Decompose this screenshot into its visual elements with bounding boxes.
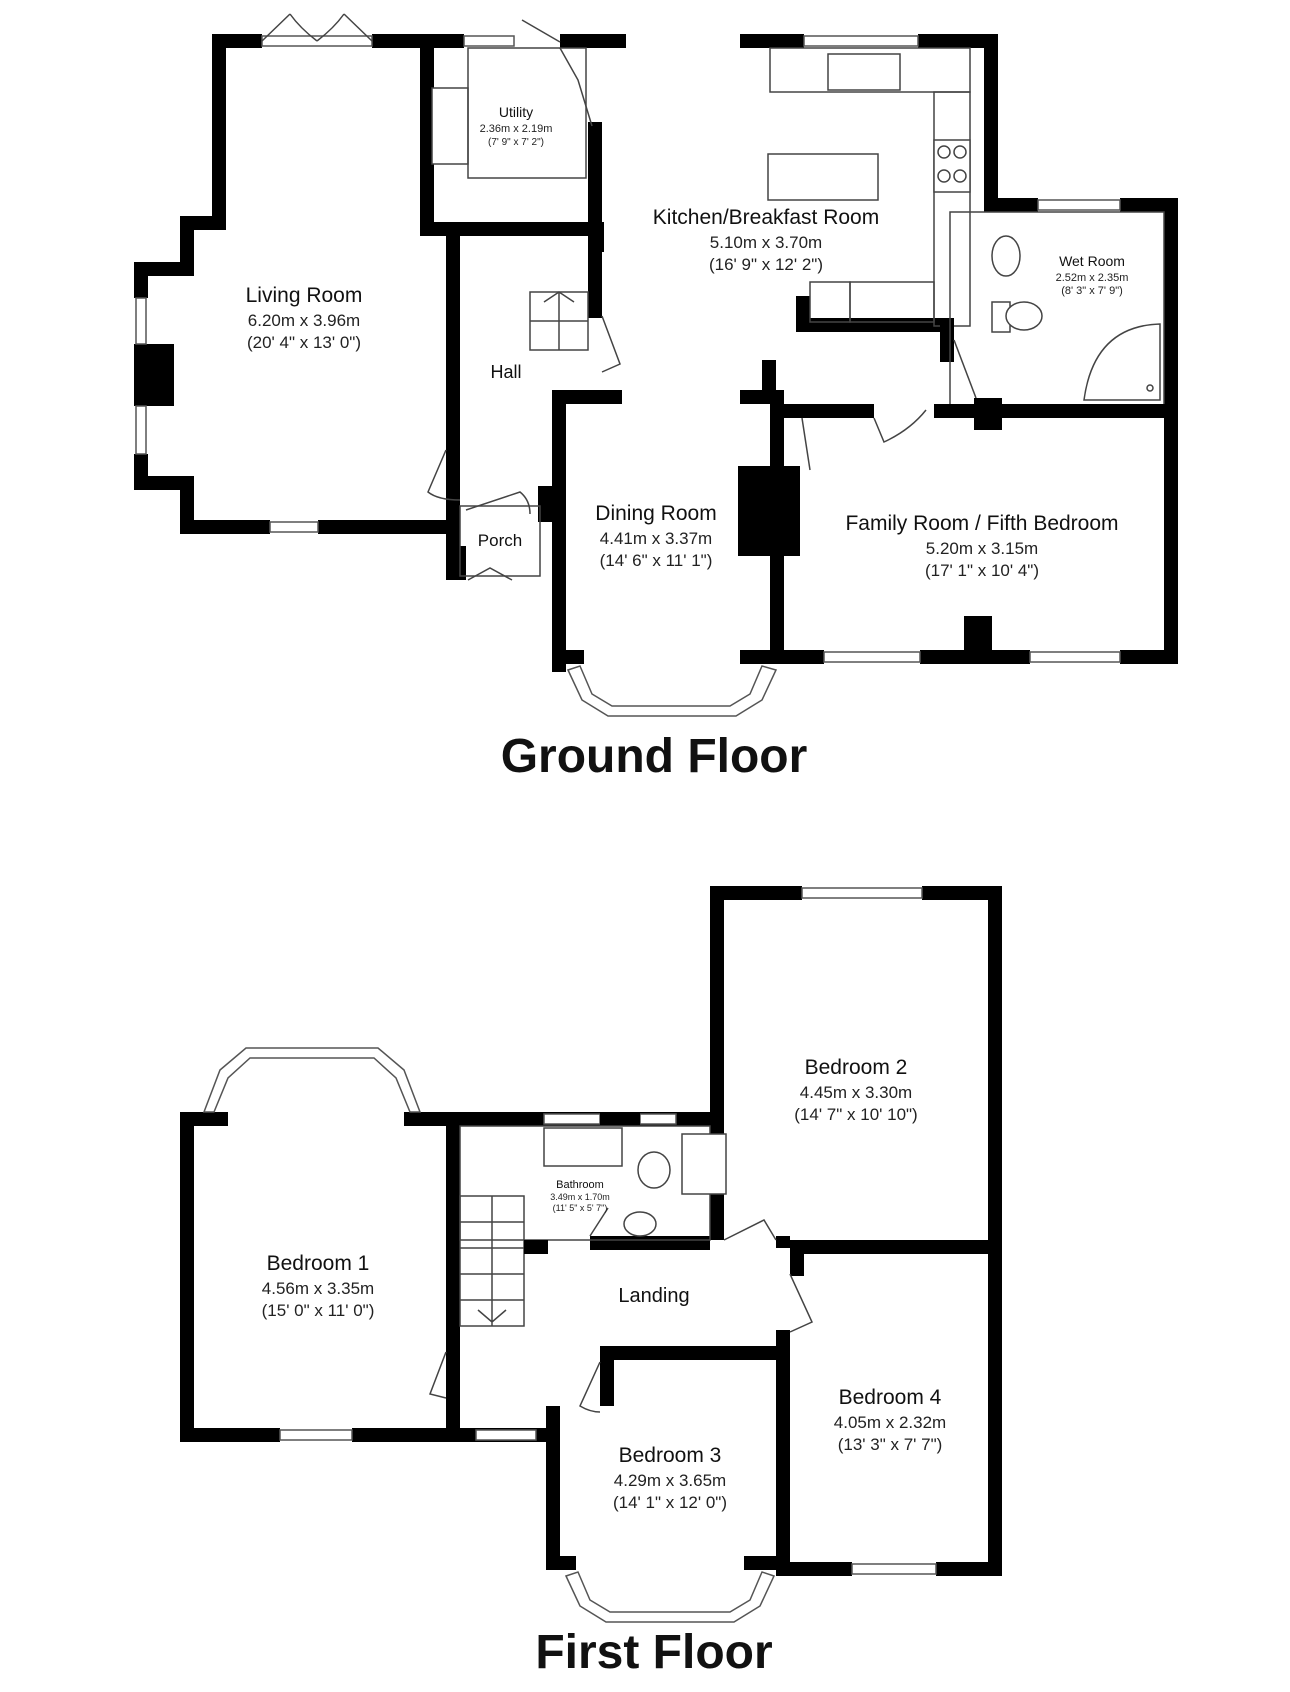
bedroom-4-metric: 4.05m x 2.32m bbox=[834, 1413, 946, 1432]
bedroom-3-label: Bedroom 3 bbox=[619, 1444, 722, 1467]
bathroom-label: Bathroom bbox=[556, 1179, 604, 1191]
dining-room-label: Dining Room bbox=[595, 502, 716, 525]
ground-floor-labels: Utility 2.36m x 2.19m (7' 9" x 7' 2") Ki… bbox=[246, 104, 1129, 783]
kitchen-worktop-top bbox=[769, 47, 971, 93]
kitchen-worktop-right bbox=[933, 91, 971, 327]
bedroom-2-walls bbox=[710, 886, 1002, 1576]
bedroom-1-imperial: (15' 0" x 11' 0") bbox=[262, 1301, 375, 1320]
kitchen-sink bbox=[827, 53, 901, 91]
bedroom-3-metric: 4.29m x 3.65m bbox=[614, 1471, 726, 1490]
wet-room-toilet bbox=[1005, 301, 1043, 331]
bathroom-metric: 3.49m x 1.70m bbox=[550, 1192, 610, 1202]
utility-imperial: (7' 9" x 7' 2") bbox=[488, 137, 544, 148]
bedroom-3-imperial: (14' 1" x 12' 0") bbox=[613, 1493, 727, 1512]
bay-window bbox=[202, 1047, 422, 1113]
family-room-label: Family Room / Fifth Bedroom bbox=[845, 512, 1118, 535]
family-room-imperial: (17' 1" x 10' 4") bbox=[925, 561, 1039, 580]
bedroom-3-walls bbox=[458, 1346, 790, 1623]
utility-label: Utility bbox=[499, 104, 533, 120]
bathroom-toilet bbox=[637, 1151, 671, 1189]
wet-room-imperial: (8' 3" x 7' 9") bbox=[1061, 285, 1123, 297]
kitchen-island bbox=[767, 153, 879, 201]
bedroom-2-label: Bedroom 2 bbox=[805, 1056, 908, 1079]
living-room-label: Living Room bbox=[246, 284, 363, 307]
bedroom-4-imperial: (13' 3" x 7' 7") bbox=[838, 1435, 943, 1454]
bedroom-2-metric: 4.45m x 3.30m bbox=[800, 1083, 912, 1102]
ground-floor-title: Ground Floor bbox=[501, 730, 808, 783]
shower-tray-icon bbox=[1083, 323, 1161, 401]
shower-icon bbox=[681, 1133, 727, 1195]
family-room-walls bbox=[776, 398, 1178, 664]
bay-window bbox=[564, 1571, 776, 1623]
dining-room-metric: 4.41m x 3.37m bbox=[600, 529, 712, 548]
bath-icon bbox=[543, 1127, 623, 1167]
bedroom-4-label: Bedroom 4 bbox=[839, 1386, 942, 1409]
bedroom-2-imperial: (14' 7" x 10' 10") bbox=[794, 1105, 917, 1124]
kitchen-imperial: (16' 9" x 12' 2") bbox=[709, 255, 823, 274]
landing-label: Landing bbox=[618, 1285, 689, 1307]
ground-floor-plan: Utility 2.36m x 2.19m (7' 9" x 7' 2") Ki… bbox=[134, 13, 1178, 783]
bathroom-basin bbox=[623, 1211, 657, 1237]
utility-metric: 2.36m x 2.19m bbox=[480, 123, 553, 135]
bathroom-imperial: (11' 5" x 5' 7") bbox=[553, 1203, 608, 1213]
first-floor-labels: Bedroom 2 4.45m x 3.30m (14' 7" x 10' 10… bbox=[262, 1056, 947, 1679]
bedroom-4-walls bbox=[790, 1562, 1002, 1576]
dining-room-walls bbox=[552, 360, 800, 717]
kitchen-walls bbox=[588, 34, 998, 332]
wet-room-basin bbox=[991, 235, 1021, 277]
living-room-metric: 6.20m x 3.96m bbox=[248, 311, 360, 330]
wet-room-label: Wet Room bbox=[1059, 253, 1125, 269]
hall-walls bbox=[427, 291, 622, 672]
kitchen-label: Kitchen/Breakfast Room bbox=[653, 206, 879, 229]
family-room-metric: 5.20m x 3.15m bbox=[926, 539, 1038, 558]
bedroom-1-walls bbox=[180, 1047, 710, 1442]
kitchen-metric: 5.10m x 3.70m bbox=[710, 233, 822, 252]
living-room-imperial: (20' 4" x 13' 0") bbox=[247, 333, 361, 352]
wet-room-walls bbox=[940, 198, 1178, 662]
wet-room-metric: 2.52m x 2.35m bbox=[1056, 272, 1129, 284]
kitchen-appliance bbox=[809, 281, 851, 323]
bathroom-walls bbox=[459, 1112, 727, 1250]
utility-walls bbox=[431, 19, 612, 222]
bedroom-1-metric: 4.56m x 3.35m bbox=[262, 1279, 374, 1298]
first-floor-plan: Bedroom 2 4.45m x 3.30m (14' 7" x 10' 10… bbox=[180, 886, 1002, 1679]
hob-icon bbox=[933, 139, 971, 193]
landing-walls bbox=[459, 1195, 813, 1576]
porch-label: Porch bbox=[478, 531, 522, 550]
first-floor-title: First Floor bbox=[535, 1626, 772, 1679]
hall-label: Hall bbox=[490, 362, 521, 382]
bay-window bbox=[566, 665, 778, 717]
dining-room-imperial: (14' 6" x 11' 1") bbox=[600, 551, 713, 570]
living-room-walls bbox=[134, 13, 596, 534]
bedroom-1-label: Bedroom 1 bbox=[267, 1252, 370, 1275]
utility-sink bbox=[431, 87, 469, 165]
